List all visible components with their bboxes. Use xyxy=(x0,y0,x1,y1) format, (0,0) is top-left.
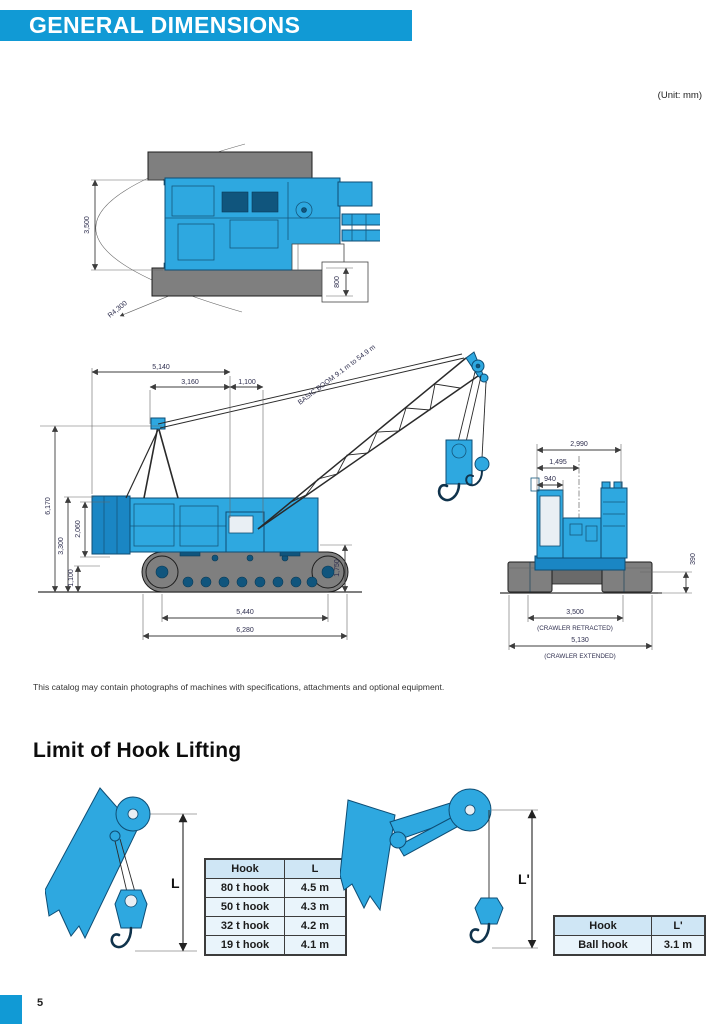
cab-roof xyxy=(291,243,345,271)
footer-accent-block xyxy=(0,995,22,1024)
hook-table-L-prime: Hook L' Ball hook 3.1 m xyxy=(553,915,706,956)
machine-body-top-view xyxy=(164,177,380,271)
pendant-rope xyxy=(159,357,465,429)
cab-rear-window xyxy=(539,495,561,547)
table-cell: Ball hook xyxy=(553,935,652,956)
label-crawler-retracted: (CRAWLER RETRACTED) xyxy=(537,625,613,632)
machine-body-side-view xyxy=(91,495,319,555)
ball-hook xyxy=(469,897,504,944)
hook-lifting-heading: Limit of Hook Lifting xyxy=(33,739,242,762)
boom-tip xyxy=(340,788,492,912)
dim-1100-left: 1,100 xyxy=(68,569,75,587)
page-number: 5 xyxy=(37,997,44,1009)
table-row: Ball hook 3.1 m xyxy=(553,935,706,956)
table-row: 19 t hook 4.1 m xyxy=(204,935,347,956)
boom-range-label: BASIC BOOM 9.1 m to 54.9 m xyxy=(297,344,377,407)
table-cell: 4.5 m xyxy=(284,878,347,898)
dim-2990: 2,990 xyxy=(570,441,588,448)
dim-800: 800 xyxy=(334,276,341,288)
table-header-hook: Hook xyxy=(204,858,285,879)
section-banner: GENERAL DIMENSIONS xyxy=(0,10,412,41)
table-cell: 4.1 m xyxy=(284,935,347,956)
rear-view-drawing: 2,990 1,495 940 390 3,500 (CRAWLER RETRA… xyxy=(500,441,697,660)
table-header-hook: Hook xyxy=(553,915,652,936)
table-cell: 4.3 m xyxy=(284,897,347,917)
dim-group-3500: 3,500 xyxy=(84,179,163,271)
dim-group-800: 800 xyxy=(321,261,369,303)
counterweight xyxy=(91,495,131,555)
pendant-rope xyxy=(157,353,463,425)
dim-5440: 5,440 xyxy=(236,609,254,616)
hook-diagram-left: L xyxy=(45,787,197,952)
boom-lattice xyxy=(257,351,489,530)
unit-note: (Unit: mm) xyxy=(657,90,702,101)
table-cell: 80 t hook xyxy=(204,878,285,898)
table-cell: 50 t hook xyxy=(204,897,285,917)
dim-3500-rear: 3,500 xyxy=(566,609,584,616)
dim-1750: 1,750 xyxy=(334,559,341,577)
hook-table-L: Hook L 80 t hook 4.5 m 50 t hook 4.3 m 3… xyxy=(204,858,347,956)
dim-1495: 1,495 xyxy=(549,459,567,466)
dim-3300: 3,300 xyxy=(58,537,65,555)
dim-1100-top: 1,100 xyxy=(238,379,256,386)
table-cell: 32 t hook xyxy=(204,916,285,936)
hook-diagram-right: L' xyxy=(340,788,538,949)
dim-2060: 2,060 xyxy=(75,520,82,538)
section-title: GENERAL DIMENSIONS xyxy=(29,12,301,38)
gantry xyxy=(125,417,179,499)
dim-label-L: L xyxy=(171,875,180,891)
aux-hook xyxy=(465,381,490,487)
dim-6170: 6,170 xyxy=(45,497,52,515)
hook-block xyxy=(110,889,148,949)
dim-940: 940 xyxy=(544,476,556,483)
table-row: 80 t hook 4.5 m xyxy=(204,878,347,898)
table-cell: 19 t hook xyxy=(204,935,285,956)
boom-tip xyxy=(45,787,151,940)
dim-tail-radius: R4,300 xyxy=(107,300,129,320)
side-view-dimensions: 5,140 3,160 1,100 6,170 3,300 2,060 1,10… xyxy=(45,364,349,640)
table-cell: 4.2 m xyxy=(284,916,347,936)
dim-label-L-prime: L' xyxy=(518,871,530,887)
machine-body-rear-view xyxy=(530,477,628,571)
dim-6280: 6,280 xyxy=(236,627,254,634)
table-header-L: L xyxy=(284,858,347,879)
table-header-L-prime: L' xyxy=(651,915,706,936)
dim-390: 390 xyxy=(690,553,697,565)
table-cell: 3.1 m xyxy=(651,935,706,956)
main-hook-block xyxy=(437,371,482,502)
crawler-side xyxy=(141,547,349,593)
label-crawler-extended: (CRAWLER EXTENDED) xyxy=(544,653,616,660)
table-row: 50 t hook 4.3 m xyxy=(204,897,347,917)
dim-3500-top-view: 3,500 xyxy=(84,216,91,234)
top-view-drawing: R4,300 xyxy=(84,143,380,320)
dim-3160: 3,160 xyxy=(181,379,199,386)
table-row: 32 t hook 4.2 m xyxy=(204,916,347,936)
rear-view-dimensions: 2,990 1,495 940 390 3,500 (CRAWLER RETRA… xyxy=(508,441,697,660)
side-view-drawing: BASIC BOOM 9.1 m to 54.9 m xyxy=(38,344,490,640)
dim-5140: 5,140 xyxy=(152,364,170,371)
dim-5130: 5,130 xyxy=(571,637,589,644)
catalog-footnote: This catalog may contain photographs of … xyxy=(33,682,445,692)
